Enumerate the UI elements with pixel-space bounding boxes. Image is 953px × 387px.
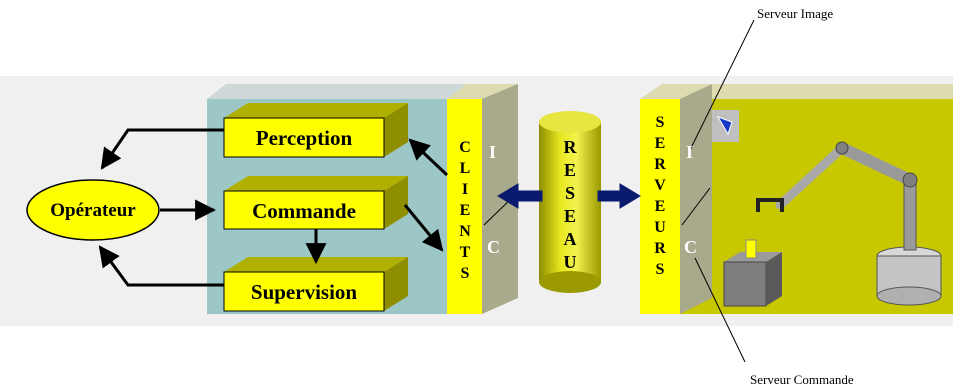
reseau-cylinder (539, 111, 601, 293)
camera-icon (716, 116, 733, 136)
flow-arrows (98, 128, 449, 287)
clients-letter: S (461, 265, 470, 282)
perception-label: Perception (256, 126, 353, 150)
arrow-clients-to-perception (408, 138, 449, 177)
reseau-letter: E (564, 206, 576, 226)
arrow-supervision-to-operator (98, 245, 224, 287)
serveurs-letter: R (654, 240, 666, 257)
commande-label: Commande (252, 199, 356, 223)
serveur-image-label: Serveur Image (757, 6, 833, 21)
client-commande-port: C (487, 237, 500, 257)
clients-letter: L (460, 160, 471, 177)
server-commande-port: C (684, 237, 697, 257)
serveurs-letter: S (656, 114, 665, 131)
operator-node (26, 179, 160, 241)
serveurs-letter: R (654, 156, 666, 173)
operator-label: Opérateur (50, 200, 136, 221)
arrow-reseau-to-serveurs (597, 183, 641, 209)
serveurs-letter: E (655, 198, 666, 215)
supervision-box (223, 257, 408, 312)
reseau-letter: E (564, 160, 576, 180)
reseau-letter: R (564, 137, 578, 157)
server-image-port: I (686, 142, 693, 162)
object-box (723, 261, 767, 307)
serveur-commande-label: Serveur Commande (750, 372, 854, 387)
robot-scene (712, 110, 942, 307)
clients-letter: C (459, 139, 471, 156)
yellow-object (745, 239, 757, 259)
gripper (756, 198, 784, 212)
leader-serveur-commande (694, 257, 746, 363)
arrow-commande-to-clients (403, 204, 444, 252)
leader-serveur-image (689, 19, 755, 151)
reseau-letter: U (564, 252, 577, 272)
serveurs-letter: U (654, 219, 666, 236)
network-arrows (497, 183, 641, 209)
clients-letter: I (462, 181, 468, 198)
reseau-letter: A (564, 229, 577, 249)
clients-column (447, 84, 518, 314)
serveurs-letter: E (655, 135, 666, 152)
clients-letter: E (460, 202, 471, 219)
serveurs-letter: V (654, 177, 666, 194)
clients-letter: T (460, 244, 471, 261)
commande-box (223, 176, 408, 230)
clients-letter: N (459, 223, 471, 240)
perception-box (223, 103, 408, 158)
supervision-label: Supervision (251, 280, 358, 304)
arrow-reseau-to-clients (497, 183, 543, 209)
client-image-port: I (489, 142, 496, 162)
reseau-letter: S (565, 183, 575, 203)
serveurs-letter: S (656, 261, 665, 278)
arrow-perception-to-operator (100, 128, 224, 170)
